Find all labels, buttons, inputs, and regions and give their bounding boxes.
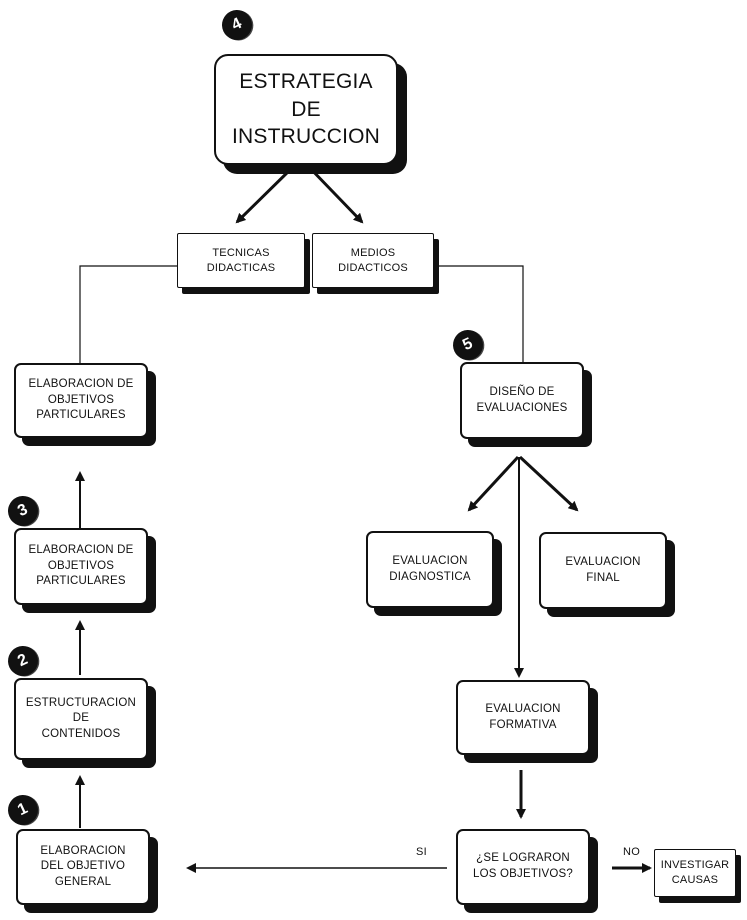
node-evaluacion-final: EVALUACION FINAL <box>539 532 667 609</box>
node-line: OBJETIVOS <box>47 393 115 406</box>
node-line: EVALUACION <box>392 554 468 567</box>
node-line: ELABORACION <box>40 844 126 857</box>
node-line: EVALUACION <box>485 702 561 715</box>
node-objetivos-particulares-top: ELABORACION DE OBJETIVOS PARTICULARES <box>14 363 148 438</box>
node-line: OBJETIVOS <box>47 559 115 572</box>
node-line: MEDIOS <box>350 246 396 259</box>
arrow-estrategia-medios <box>305 163 364 224</box>
node-line: FINAL <box>586 571 620 584</box>
node-line: DIDACTICAS <box>206 261 276 274</box>
node-line: GENERAL <box>54 875 112 888</box>
node-line: DE <box>291 97 321 121</box>
node-investigar-causas: INVESTIGAR CAUSAS <box>654 849 736 897</box>
arrow-diseno-final <box>518 455 579 512</box>
node-line: EVALUACIONES <box>476 401 568 414</box>
node-line: CONTENIDOS <box>41 727 121 740</box>
node-objetivo-general: ELABORACION DEL OBJETIVO GENERAL <box>16 829 150 905</box>
node-estrategia-instruccion: ESTRATEGIA DE INSTRUCCION <box>214 54 398 165</box>
node-line: FORMATIVA <box>489 718 557 731</box>
node-tecnicas-didacticas: TECNICAS DIDACTICAS <box>177 233 305 288</box>
node-line: INVESTIGAR <box>660 859 730 872</box>
node-evaluacion-diagnostica: EVALUACION DIAGNOSTICA <box>366 531 494 608</box>
node-line: CAUSAS <box>671 874 719 886</box>
line-tecnicas-objetivos <box>79 265 177 363</box>
node-line: PARTICULARES <box>36 575 126 588</box>
node-medios-didacticos: MEDIOS DIDACTICOS <box>312 233 434 288</box>
edge-label-si: SI <box>416 846 427 858</box>
edge-label-no: NO <box>623 846 641 858</box>
node-estructuracion-contenidos: ESTRUCTURACION DE CONTENIDOS <box>14 678 148 760</box>
node-evaluacion-formativa: EVALUACION FORMATIVA <box>456 680 590 755</box>
node-line: PARTICULARES <box>36 409 126 422</box>
node-line: LOS OBJETIVOS? <box>473 868 573 880</box>
node-line: INSTRUCCION <box>231 125 381 149</box>
node-line: ELABORACION DE <box>28 544 134 557</box>
node-objetivos-particulares-mid: ELABORACION DE OBJETIVOS PARTICULARES <box>14 528 148 605</box>
node-line: DISEÑO DE <box>489 385 555 398</box>
node-line: ELABORACION DE <box>28 378 134 391</box>
node-line: ESTRATEGIA <box>239 69 373 93</box>
node-line: DEL OBJETIVO <box>40 860 126 873</box>
line-medios-diseno <box>433 265 524 362</box>
arrow-estrategia-tecnicas <box>235 163 297 224</box>
arrow-diseno-diagnostica <box>467 455 520 512</box>
node-line: TECNICAS <box>212 246 270 259</box>
node-diseno-evaluaciones: DISEÑO DE EVALUACIONES <box>460 362 584 439</box>
node-line: DIAGNOSTICA <box>389 570 471 583</box>
node-line: ¿SE LOGRARON <box>476 852 570 865</box>
node-line: EVALUACION <box>565 555 641 568</box>
node-line: DE <box>72 712 90 725</box>
node-line: DIDACTICOS <box>338 261 408 274</box>
node-line: ESTRUCTURACION <box>25 696 137 709</box>
node-se-lograron-objetivos: ¿SE LOGRARON LOS OBJETIVOS? <box>456 829 590 905</box>
